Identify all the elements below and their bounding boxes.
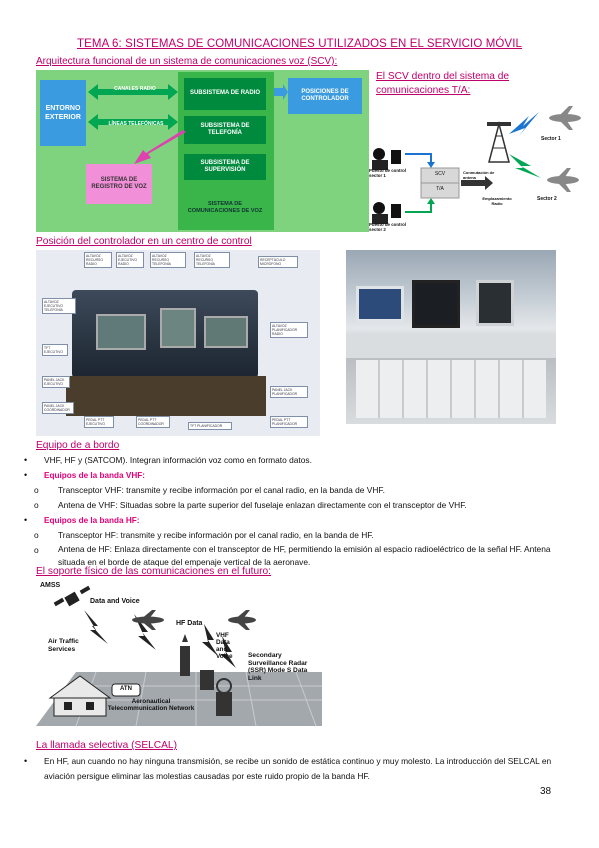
radar-screen-3 — [204, 316, 248, 348]
control-room-photo — [346, 250, 556, 424]
console-panels — [356, 360, 546, 418]
controller-position-photo: ALTAVOZ RECURSO RADIO ALTAVOZ EJECUTIVO … — [36, 250, 320, 436]
page-number: 38 — [540, 786, 552, 797]
bullet-icon: • — [24, 756, 28, 766]
console-desk — [66, 376, 266, 416]
future-comms-diagram: AMSS Data and Voice HF Data VHF Data and… — [36, 580, 322, 726]
list-item-text: Transceptor HF: transmite y recibe infor… — [58, 530, 374, 540]
hf-data-label: HF Data — [176, 620, 203, 627]
section-heading-equipo: Equipo de a bordo — [36, 440, 120, 451]
arrow-to-posiciones — [274, 84, 288, 100]
lineas-telefonicas-label: LÍNEAS TELEFÓNICAS — [108, 121, 164, 127]
canales-radio-label: CANALES RADIO — [114, 86, 156, 92]
puesto-sector-1-label: Puesto de control sector 1 — [369, 168, 407, 178]
callout-label: ALTAVOZ RECURSO TELEFONÍA — [150, 252, 186, 268]
atc-label: Air Traffic Services — [48, 638, 79, 653]
callout-label: ALTAVOZ RECURSO TELEFONÍA — [194, 252, 230, 268]
list-item: o Antena de VHF: Situadas sobre la parte … — [24, 498, 574, 513]
scv-label: SISTEMA DE COMUNICACIONES DE VOZ — [187, 200, 263, 215]
list-item: • Equipos de la banda HF: — [24, 513, 574, 528]
list-item: • VHF, HF y (SATCOM). Integran informació… — [24, 453, 574, 468]
scv-box-label: SCV — [434, 171, 446, 177]
section-heading-scv-ta: El SCV dentro del sistema de comunicacio… — [376, 71, 510, 96]
radar-screen-2 — [160, 308, 196, 348]
ta-box-label: T/A — [436, 186, 444, 192]
monitor-left — [356, 286, 404, 322]
monitor-center — [412, 280, 460, 328]
sector-1-label: Sector 1 — [541, 136, 561, 142]
section-heading-futuro: El soporte físico de las comunicaciones … — [36, 566, 272, 577]
circle-bullet-icon: o — [34, 500, 39, 510]
list-item: o Antena de HF: Enlaza directamente con e… — [24, 543, 574, 569]
list-item-text: Equipos de la banda HF: — [44, 516, 140, 525]
future-comms-graphic — [36, 585, 322, 726]
callout-label: ALTAVOZ EJECUTIVO RADIO — [116, 252, 144, 268]
callout-label: RECEPTÁCULO MICRÓFONO — [258, 256, 298, 268]
scv-ta-graphic — [372, 106, 581, 224]
scv-architecture-diagram: ENTORNO EXTERIOR CANALES RADIO LÍNEAS TE… — [36, 70, 369, 232]
emplazamiento-label: Emplazamiento Radio — [482, 196, 512, 206]
callout-label: PANEL JACK PLANIFICADOR — [270, 386, 308, 398]
circle-bullet-icon: o — [34, 530, 39, 540]
selcal-text: En HF, aun cuando no hay ninguna transmi… — [44, 756, 552, 781]
list-item: o Transceptor VHF: transmite y recibe inf… — [24, 483, 574, 498]
bullet-icon: • — [24, 515, 28, 525]
callout-label: PANEL JACK COORDINADOR — [42, 402, 74, 414]
posiciones-controlador-box: POSICIONES DE CONTROLADOR — [288, 78, 362, 114]
callout-label: PANEL JACK EJECUTIVO — [42, 376, 70, 388]
ssr-label: Secondary Surveillance Radar (SSR) Mode … — [248, 652, 308, 682]
atn-badge: ATN — [120, 686, 132, 692]
list-item-text: Antena de VHF: Situadas sobre la parte s… — [58, 500, 467, 510]
list-item-text: Equipos de la banda VHF: — [44, 471, 145, 480]
list-item-text: VHF, HF y (SATCOM). Integran información… — [44, 455, 312, 465]
callout-label: ALTAVOZ RECURSO RADIO — [84, 252, 112, 268]
scv-ta-diagram: Puesto de control sector 1 Puesto de con… — [369, 104, 591, 234]
atn-label: Aeronautical Telecommunication Network — [107, 698, 195, 713]
bullet-icon: • — [24, 455, 28, 465]
list-item: o Transceptor HF: transmite y recibe info… — [24, 528, 574, 543]
page-title: TEMA 6: SISTEMAS DE COMUNICACIONES UTILI… — [77, 38, 522, 50]
callout-label: TFT PLANIFICADOR — [188, 422, 232, 430]
sector-2-label: Sector 2 — [537, 196, 557, 202]
monitor-right — [476, 280, 514, 326]
amss-label: AMSS — [40, 582, 61, 589]
registro-voz-box: SISTEMA DE REGISTRO DE VOZ — [86, 164, 152, 204]
puesto-sector-2-label: Puesto de control sector 2 — [369, 222, 407, 232]
subsistema-telefonia-box: SUBSISTEMA DE TELEFONÍA — [184, 116, 266, 144]
list-item-text: Transceptor VHF: transmite y recibe info… — [58, 485, 385, 495]
circle-bullet-icon: o — [34, 485, 39, 495]
channel-arrows — [88, 84, 178, 130]
section-heading-posicion: Posición del controlador en un centro de… — [36, 236, 252, 247]
arrow-to-registro — [134, 130, 186, 164]
circle-bullet-icon: o — [34, 545, 39, 555]
radar-screen-1 — [96, 314, 146, 350]
bullet-icon: • — [24, 470, 28, 480]
callout-label: TFT EJECUTIVO — [42, 344, 68, 356]
equipo-list: • VHF, HF y (SATCOM). Integran informació… — [24, 453, 574, 569]
callout-label: PEDAL PTT PLANIFICADOR — [270, 416, 308, 428]
entorno-exterior-box: ENTORNO EXTERIOR — [40, 80, 86, 146]
subsistema-supervision-box: SUBSISTEMA DE SUPERVISIÓN — [184, 154, 266, 180]
section-heading-selcal: La llamada selectiva (SELCAL) — [36, 740, 177, 751]
callout-label: PEDAL PTT COORDINADOR — [136, 416, 170, 428]
section-heading-scv: Arquitectura funcional de un sistema de … — [36, 56, 338, 67]
list-item: • Equipos de la banda VHF: — [24, 468, 574, 483]
console-top — [346, 334, 556, 358]
subsistema-radio-box: SUBSISTEMA DE RADIO — [184, 78, 266, 110]
vhf-label: VHF Data and Voice — [216, 632, 233, 660]
conmutacion-label: Conmutación de antena — [463, 170, 495, 180]
list-item-text: Antena de HF: Enlaza directamente con el… — [58, 544, 551, 567]
callout-label: ALTAVOZ EJECUTIVO TELEFONÍA — [42, 298, 76, 314]
callout-label: ALTAVOZ PLANIFICADOR RADIO — [270, 322, 308, 338]
selcal-paragraph: • En HF, aun cuando no hay ninguna trans… — [24, 754, 569, 784]
callout-label: PEDAL PTT EJECUTIVO — [84, 416, 114, 428]
data-voice-label: Data and Voice — [90, 598, 140, 605]
